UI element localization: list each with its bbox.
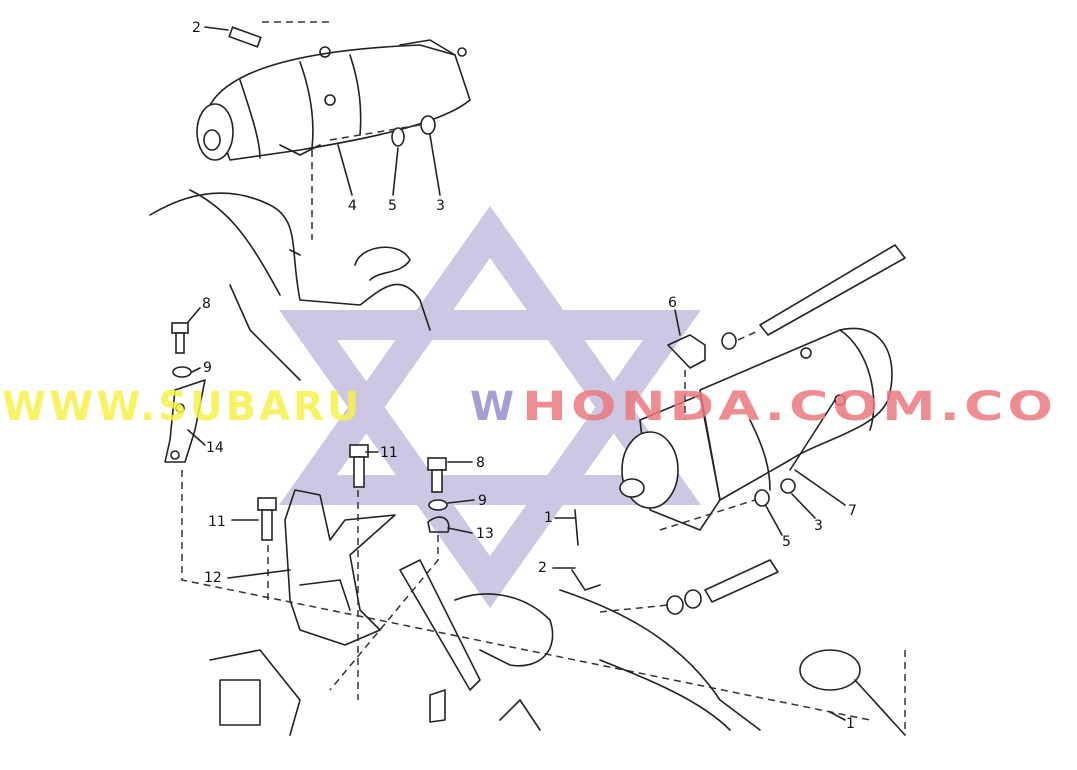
callout-12: 12: [204, 570, 222, 586]
callout-2: 2: [192, 20, 201, 36]
upper-starter-motor: [196, 39, 471, 161]
callout-5: 5: [388, 198, 397, 214]
callout-3b: 3: [814, 518, 823, 534]
callout-1: 1: [544, 510, 553, 526]
star-of-david-watermark: [278, 205, 702, 608]
callout-13: 13: [476, 526, 494, 542]
callout-8: 8: [202, 296, 211, 312]
callout-7: 7: [848, 503, 857, 519]
engine-block-outline: [209, 509, 906, 736]
callout-4: 4: [348, 198, 357, 214]
callout-9b: 9: [478, 493, 487, 509]
watermark-text: WWW.SUBARU W HONDA.COM.CO: [2, 384, 1057, 430]
engine-housing-outline: [149, 189, 431, 381]
watermark-honda: HONDA.COM.CO: [522, 384, 1057, 430]
callout-8b: 8: [476, 455, 485, 471]
watermark-w: W: [470, 384, 517, 430]
callout-9: 9: [203, 360, 212, 376]
left-bracket-parts: [164, 322, 871, 721]
watermark-subaru: WWW.SUBARU: [2, 384, 362, 430]
callout-11: 11: [380, 445, 398, 461]
callout-5b: 5: [782, 534, 791, 550]
callout-6: 6: [668, 295, 677, 311]
callout-2b: 2: [538, 560, 547, 576]
upper-fasteners: [228, 21, 436, 240]
callout-labels: 2 4 5 3 8 9 14 11 8 9 13 11 12 6 7 3 5 1…: [192, 20, 857, 732]
callout-1b: 1: [846, 716, 855, 732]
callout-11b: 11: [208, 514, 226, 530]
callout-3: 3: [436, 198, 445, 214]
lower-starter-motor: [599, 244, 906, 615]
callout-14: 14: [206, 440, 224, 456]
callout-leaders: [187, 26, 846, 721]
